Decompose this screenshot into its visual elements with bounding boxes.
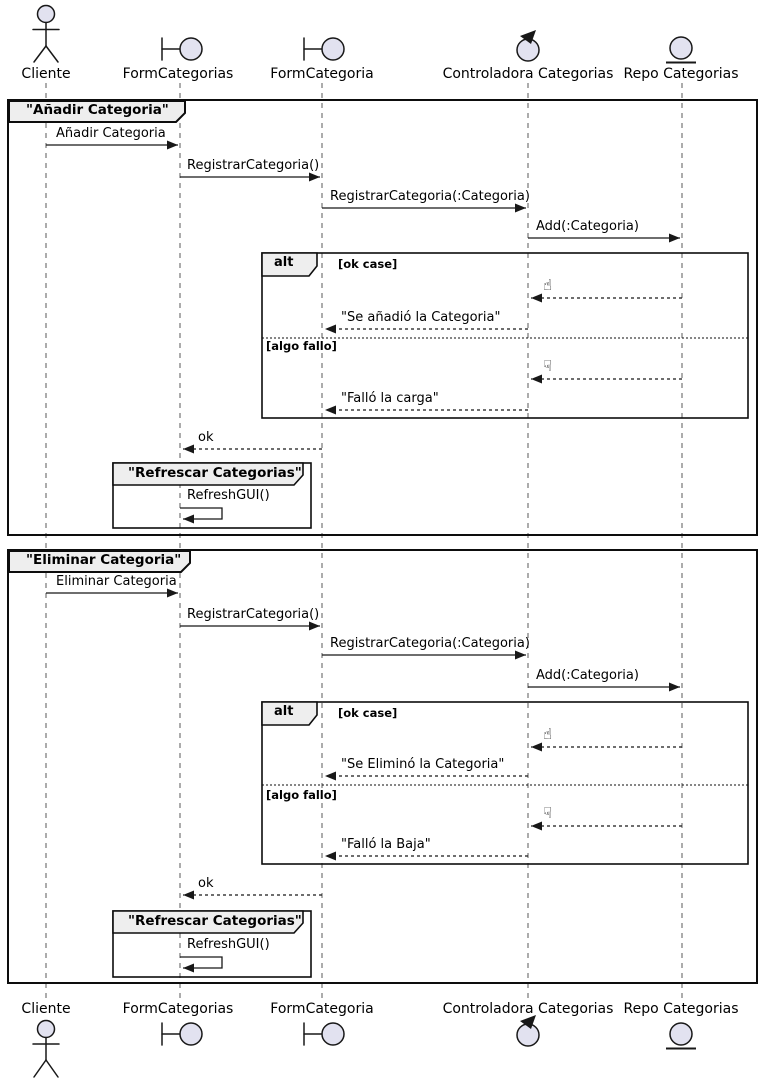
frame1-arrows — [46, 140, 682, 524]
boundary-icon-top-formcategoria — [303, 37, 345, 61]
refresh1-message: RefreshGUI() — [187, 488, 270, 503]
participant-label-repo-top: Repo Categorias — [623, 66, 739, 82]
alt2-operator: alt — [274, 704, 294, 719]
boundary-icon-top-formcategorias — [161, 37, 203, 61]
participant-label-formcategorias-top: FormCategorias — [122, 66, 234, 82]
participant-label-controladora-top: Controladora Categorias — [442, 66, 614, 82]
participant-label-cliente-top: Cliente — [21, 66, 71, 82]
frame1-msg-add: Add(:Categoria) — [536, 219, 639, 234]
frame2-msg-ok-reply: "Se Eliminó la Categoria" — [341, 757, 505, 772]
frame2-msg-registrar-param: RegistrarCategoria(:Categoria) — [330, 636, 530, 651]
frame1-msg-registrar: RegistrarCategoria() — [187, 158, 320, 173]
thumbs-down-icon: ☟ — [543, 357, 553, 375]
alt1-ok-guard: [ok case] — [338, 257, 398, 271]
alt1-fail-guard: [algo fallo] — [266, 339, 337, 353]
entity-icon-top — [666, 36, 696, 64]
refresh1-title: "Refrescar Categorias" — [128, 465, 302, 481]
participant-label-formcategorias-bottom: FormCategorias — [122, 1001, 234, 1017]
participant-label-controladora-bottom: Controladora Categorias — [442, 1001, 614, 1017]
actor-icon-top — [32, 4, 60, 63]
participant-label-formcategoria-top: FormCategoria — [270, 66, 374, 82]
frame1-msg-fail-reply: "Falló la carga" — [341, 391, 439, 406]
frame2-msg-ok: ok — [198, 876, 214, 891]
refresh2-title: "Refrescar Categorias" — [128, 913, 302, 929]
refresh2-message: RefreshGUI() — [187, 937, 270, 952]
control-icon-top — [516, 30, 540, 62]
entity-icon-bottom — [666, 1022, 696, 1050]
alt-fragment-2 — [261, 701, 749, 865]
frame1-msg-ok-reply: "Se añadió la Categoria" — [341, 310, 501, 325]
thumbs-up-icon: ☝ — [543, 725, 553, 743]
frame2-title: "Eliminar Categoria" — [26, 552, 182, 568]
frame2-msg-registrar: RegistrarCategoria() — [187, 607, 320, 622]
frame2-arrows — [46, 588, 682, 973]
participant-label-formcategoria-bottom: FormCategoria — [270, 1001, 374, 1017]
alt-fragment-1 — [261, 252, 749, 419]
thumbs-down-icon: ☟ — [543, 804, 553, 822]
frame2-msg-fail-reply: "Falló la Baja" — [341, 837, 431, 852]
control-icon-bottom — [516, 1015, 540, 1047]
alt1-operator: alt — [274, 255, 294, 270]
actor-icon-bottom — [32, 1019, 60, 1078]
thumbs-up-icon: ☝ — [543, 276, 553, 294]
frame-eliminar-categoria — [7, 549, 758, 984]
frame1-msg-request: Añadir Categoria — [56, 126, 166, 141]
refresh-frame-1 — [112, 462, 312, 529]
alt2-ok-guard: [ok case] — [338, 706, 398, 720]
boundary-icon-bottom-formcategorias — [161, 1022, 203, 1046]
frame2-msg-request: Eliminar Categoria — [56, 574, 177, 589]
alt2-fail-guard: [algo fallo] — [266, 788, 337, 802]
participant-label-repo-bottom: Repo Categorias — [623, 1001, 739, 1017]
boundary-icon-bottom-formcategoria — [303, 1022, 345, 1046]
participant-label-cliente-bottom: Cliente — [21, 1001, 71, 1017]
refresh-frame-2 — [112, 910, 312, 978]
lifelines — [45, 83, 683, 1000]
frame1-msg-registrar-param: RegistrarCategoria(:Categoria) — [330, 189, 530, 204]
frame-anadir-categoria — [7, 99, 758, 536]
frame1-title: "Añadir Categoria" — [26, 102, 169, 118]
frame1-msg-ok: ok — [198, 430, 214, 445]
frame2-msg-add: Add(:Categoria) — [536, 668, 639, 683]
